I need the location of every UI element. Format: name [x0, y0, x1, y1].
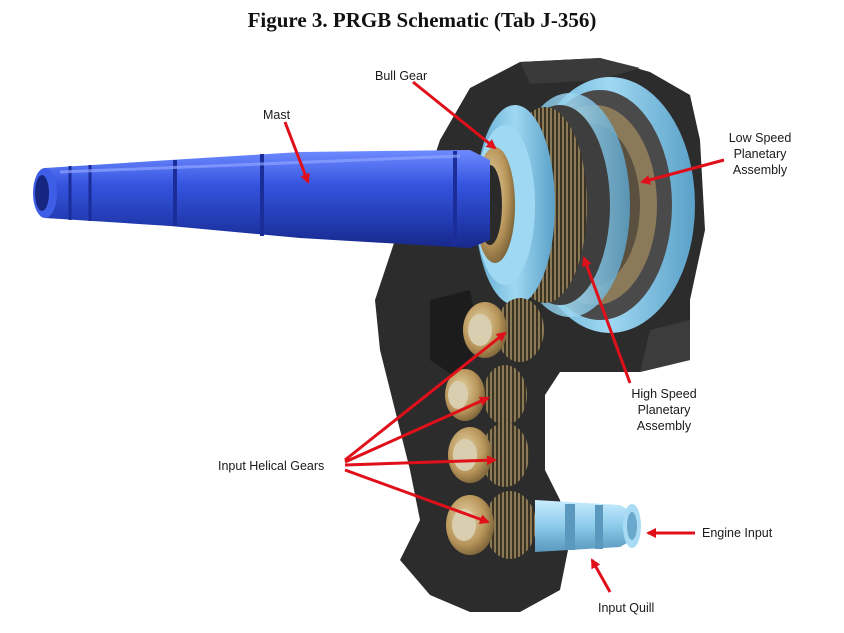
arrow-helical-4: [344, 468, 490, 524]
input-helical-gear-stack: [445, 298, 544, 559]
mast-shaft: [33, 150, 490, 248]
arrow-helical-3: [344, 455, 497, 467]
label-low-speed-2: Planetary: [734, 147, 788, 161]
figure-title: Figure 3. PRGB Schematic (Tab J-356): [247, 8, 597, 32]
input-quill-shaft: [535, 500, 641, 552]
label-high-speed-1: High Speed: [631, 387, 696, 401]
arrow-helical-2: [344, 396, 490, 464]
label-mast: Mast: [263, 108, 291, 122]
arrow-low-speed: [640, 158, 725, 185]
label-high-speed-2: Planetary: [638, 403, 692, 417]
callout-arrows: [283, 80, 725, 593]
label-input-quill: Input Quill: [598, 601, 654, 615]
label-low-speed-1: Low Speed: [729, 131, 792, 145]
label-high-speed-3: Assembly: [637, 419, 692, 433]
arrow-mast: [283, 121, 310, 184]
label-input-helical-gears: Input Helical Gears: [218, 459, 324, 473]
label-low-speed-3: Assembly: [733, 163, 788, 177]
planetary-housing: [503, 77, 695, 333]
arrow-high-speed: [582, 256, 632, 384]
arrow-helical-1: [344, 331, 507, 462]
arrow-bull-gear: [412, 80, 497, 150]
label-engine-input: Engine Input: [702, 526, 773, 540]
label-bull-gear: Bull Gear: [375, 69, 427, 83]
arrow-input-quill: [590, 558, 612, 593]
